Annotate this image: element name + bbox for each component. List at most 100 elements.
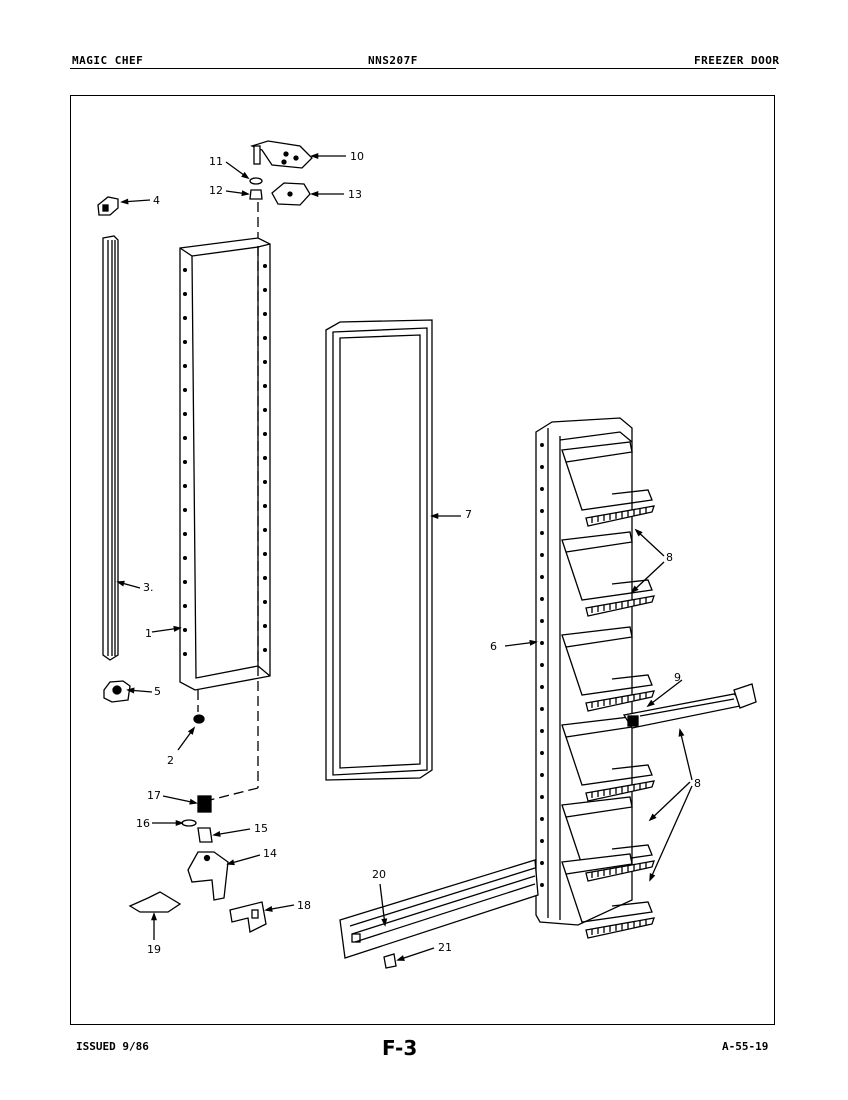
screw-hole xyxy=(262,503,268,509)
screw-hole xyxy=(262,551,268,557)
screw-hole xyxy=(182,387,188,393)
screw-hole xyxy=(182,627,188,633)
screw-hole xyxy=(262,647,268,653)
screw-hole xyxy=(540,509,544,513)
leader-line xyxy=(649,781,691,821)
shelf-front xyxy=(565,736,653,786)
leader-line xyxy=(379,883,386,926)
leader-line xyxy=(649,785,693,881)
footer-ref: A-55-19 xyxy=(722,1040,769,1053)
screw-hole xyxy=(182,531,188,537)
shelf-lip xyxy=(585,690,655,712)
screw-hole xyxy=(540,839,544,843)
leader-line xyxy=(631,561,665,593)
screw-hole xyxy=(540,553,544,557)
footer-issued: ISSUED 9/86 xyxy=(76,1040,149,1053)
leader-arrowhead xyxy=(634,528,643,537)
callout-18: 18 xyxy=(297,899,311,912)
shelf-lip xyxy=(585,505,655,527)
screw-hole xyxy=(182,507,188,513)
screw-hole xyxy=(182,435,188,441)
screw-hole xyxy=(182,315,188,321)
callout-8-lower: 8 xyxy=(694,777,701,790)
screw-hole xyxy=(540,443,544,447)
leader-arrowhead xyxy=(646,699,655,708)
screw-hole xyxy=(540,883,544,887)
screw-hole xyxy=(540,663,544,667)
part-9-retainer-bar xyxy=(622,683,757,729)
callout-7: 7 xyxy=(465,508,472,521)
screw-hole xyxy=(262,287,268,293)
shelf-lip xyxy=(585,595,655,617)
leader-arrowhead xyxy=(120,198,129,205)
screw-hole xyxy=(262,575,268,581)
callout-16: 16 xyxy=(136,817,150,830)
screw-hole xyxy=(182,603,188,609)
leader-arrowhead xyxy=(187,726,196,735)
screw-hole xyxy=(182,483,188,489)
shelf-front xyxy=(565,646,653,696)
leader-arrowhead xyxy=(212,831,221,837)
screw-hole xyxy=(540,707,544,711)
screw-hole xyxy=(262,431,268,437)
leader-line xyxy=(647,679,683,707)
part-7-gasket xyxy=(325,319,433,781)
screw-hole xyxy=(262,311,268,317)
screw-hole xyxy=(540,729,544,733)
callout-6: 6 xyxy=(490,640,497,653)
screw-hole xyxy=(540,597,544,601)
screw-hole xyxy=(182,411,188,417)
leader-arrowhead xyxy=(151,912,157,921)
part-21-trim-clip xyxy=(383,953,397,969)
screw-hole xyxy=(262,263,268,269)
leader-arrowhead xyxy=(241,171,250,180)
screw-hole xyxy=(540,619,544,623)
leader-arrowhead xyxy=(173,625,182,632)
callout-17: 17 xyxy=(147,789,161,802)
part-5-bottom-bracket xyxy=(103,680,131,703)
part-8-door-shelves xyxy=(561,441,655,939)
screw-hole xyxy=(182,579,188,585)
screw-hole xyxy=(262,407,268,413)
screw-hole xyxy=(262,623,268,629)
footer-page: F-3 xyxy=(382,1036,418,1060)
leader-arrowhead xyxy=(649,873,656,882)
shelf-top-edge xyxy=(561,853,633,875)
callout-15: 15 xyxy=(254,822,268,835)
screw-hole xyxy=(262,455,268,461)
leader-arrowhead xyxy=(529,639,538,646)
part-6-screw-holes xyxy=(540,443,544,887)
leader-arrowhead xyxy=(648,813,657,822)
callout-10: 10 xyxy=(350,150,364,163)
screw-hole xyxy=(182,555,188,561)
part-14-bottom-hinge xyxy=(187,851,229,901)
leader-arrowhead xyxy=(396,955,405,961)
screw-hole xyxy=(540,575,544,579)
header-rule xyxy=(70,68,776,69)
callout-19: 19 xyxy=(147,943,161,956)
leader-arrowhead xyxy=(678,728,685,737)
part-11-washer xyxy=(249,177,263,185)
part-10-top-hinge xyxy=(250,140,313,169)
part-18-hinge-cover xyxy=(229,901,267,933)
shelf-top-edge xyxy=(561,626,633,648)
callout-11: 11 xyxy=(209,155,223,168)
part-19-hinge-spacer xyxy=(128,891,182,913)
leader-line xyxy=(679,729,693,781)
screw-hole xyxy=(540,751,544,755)
shelf-front xyxy=(565,461,653,511)
leader-arrowhead xyxy=(381,918,388,927)
part-17-hinge-bushing xyxy=(197,795,212,813)
callout-9: 9 xyxy=(674,671,681,684)
leader-arrowhead xyxy=(175,820,184,826)
part-1-screw-holes xyxy=(182,263,268,657)
callout-3: 3. xyxy=(143,581,154,594)
leader-arrowhead xyxy=(430,513,439,519)
shelf-front xyxy=(565,551,653,601)
screw-hole xyxy=(540,685,544,689)
header-brand: MAGIC CHEF xyxy=(72,54,144,67)
part-2-bushing xyxy=(193,714,205,724)
screw-hole xyxy=(182,339,188,345)
callout-5: 5 xyxy=(154,685,161,698)
screw-hole xyxy=(262,335,268,341)
